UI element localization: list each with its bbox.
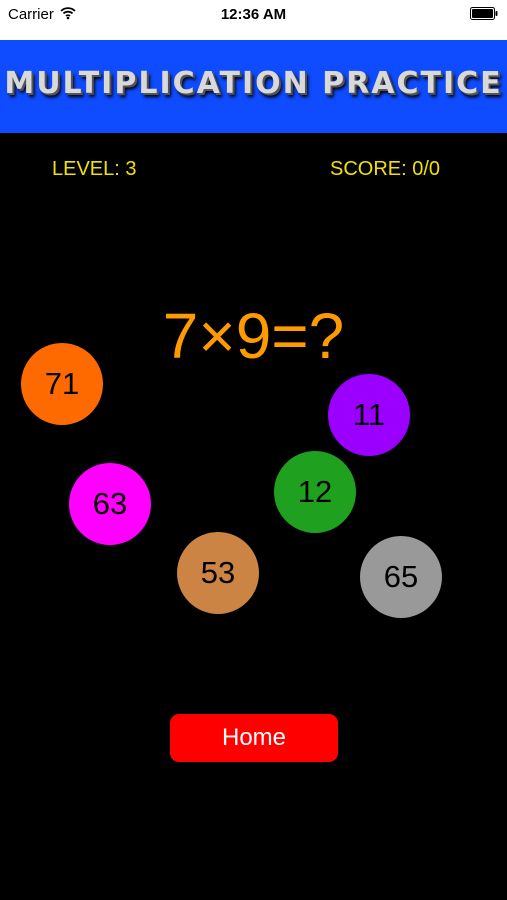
- answer-bubble[interactable]: 63: [69, 463, 151, 545]
- answer-bubble[interactable]: 71: [21, 343, 103, 425]
- answer-bubble[interactable]: 11: [328, 374, 410, 456]
- score-label: SCORE: 0/0: [330, 158, 441, 180]
- status-bar: Carrier 12:36 AM: [0, 0, 507, 40]
- wifi-icon: [60, 7, 76, 20]
- app-title: MULTIPLICATION PRACTICE: [4, 66, 503, 101]
- status-time: 12:36 AM: [220, 6, 287, 23]
- carrier-label: Carrier: [8, 6, 54, 23]
- answer-bubble[interactable]: 65: [360, 536, 442, 618]
- answer-bubble[interactable]: 12: [274, 451, 356, 533]
- battery-icon: [470, 7, 498, 20]
- title-banner: MULTIPLICATION PRACTICE: [0, 40, 507, 133]
- question-text: 7×9=?: [162, 300, 345, 372]
- home-button[interactable]: Home: [170, 714, 338, 762]
- answer-bubble[interactable]: 53: [177, 532, 259, 614]
- level-label: LEVEL: 3: [52, 158, 137, 180]
